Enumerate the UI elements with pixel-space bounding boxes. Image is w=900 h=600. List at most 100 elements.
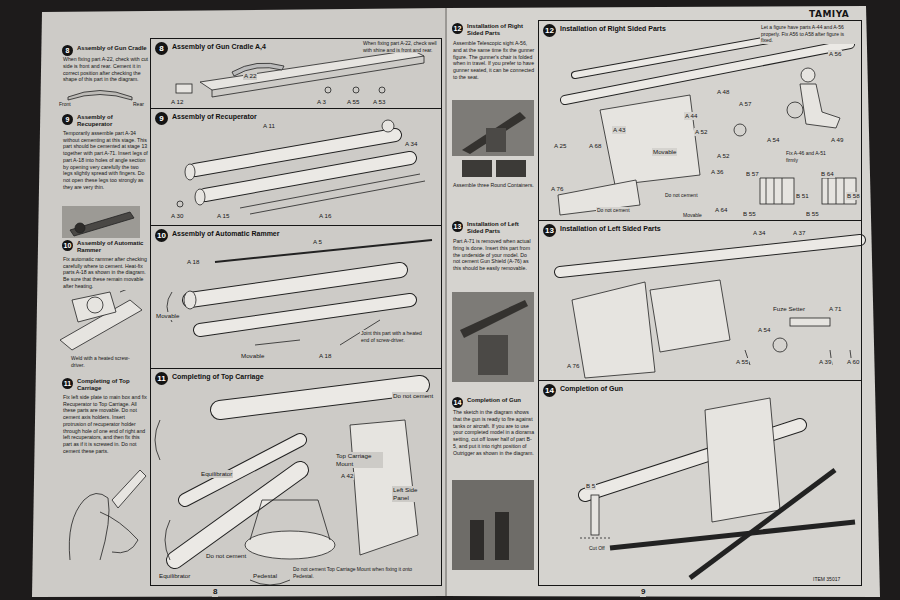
illustration-line xyxy=(353,87,359,93)
illustration-line xyxy=(165,520,170,560)
part-label: A 56 xyxy=(828,50,842,58)
step-heading: Completion of Gun xyxy=(560,385,623,393)
step-number: 10 xyxy=(64,242,72,249)
illustration-line xyxy=(250,580,290,585)
step-heading: Assembly of Automatic Rammer xyxy=(76,240,148,254)
part-label: A 57 xyxy=(738,100,752,108)
step-number-badge: 13 xyxy=(452,221,463,232)
step-heading: Completion of Gun xyxy=(466,397,536,404)
illustration-line xyxy=(445,8,447,596)
instruction-text: When fixing part A-22, check with cut si… xyxy=(62,56,150,83)
part-label: B 51 xyxy=(795,192,810,200)
step-heading: Assembly of Gun Cradle xyxy=(76,45,148,52)
part-label: Equilibrator xyxy=(200,470,233,478)
part-label: B 55 xyxy=(805,210,820,218)
illustration-line xyxy=(787,102,803,118)
note-text: When fixing part A-22, check well with s… xyxy=(362,40,440,53)
part-label: B 64 xyxy=(820,170,835,178)
illustration-line xyxy=(190,270,400,300)
illustration-line xyxy=(580,538,612,539)
illustration-line xyxy=(185,164,195,180)
step-panel: Completing of Top Carriage 11 xyxy=(150,368,442,586)
illustration-line xyxy=(70,212,134,236)
instruction-text: Temporarily assemble part A-34 without c… xyxy=(62,130,150,191)
illustration-line xyxy=(69,493,109,560)
illustration-line xyxy=(200,300,410,330)
step-number: 14 xyxy=(545,387,554,395)
part-label: A 64 xyxy=(714,206,728,214)
illustration-line xyxy=(72,292,116,322)
part-label: A 68 xyxy=(588,142,602,150)
illustration-line xyxy=(470,520,484,560)
step-number-badge: 14 xyxy=(543,384,556,397)
part-label: Fuze Setter xyxy=(772,305,806,313)
page-number: 9 xyxy=(640,587,646,597)
illustration-line xyxy=(185,440,300,500)
part-label: Front xyxy=(58,101,72,108)
step-panel: Installation of Right Sided Parts12 xyxy=(538,20,862,221)
illustration-line xyxy=(176,84,192,93)
illustration-line xyxy=(650,280,730,352)
illustration-line xyxy=(560,240,860,272)
illustration-line xyxy=(790,318,830,326)
illustration-line xyxy=(462,112,526,154)
illustration-line xyxy=(32,8,446,597)
part-label: A 36 xyxy=(710,168,724,176)
instruction-text: Fix left side plate to main box and fix … xyxy=(62,394,150,455)
step-number-badge: 12 xyxy=(543,24,556,37)
part-label: Movable xyxy=(652,148,677,156)
illustration-line xyxy=(325,87,331,93)
instruction-text: Assemble Telescopic sight A-56, and at t… xyxy=(452,40,536,81)
step-number-badge: 8 xyxy=(155,42,168,55)
part-label: A 54 xyxy=(757,326,771,334)
step-number-badge: 9 xyxy=(155,112,168,125)
step-number-badge: 8 xyxy=(62,45,73,56)
instruction-text: Part A-71 is removed when actual firing … xyxy=(452,238,536,272)
part-label: A 12 xyxy=(170,98,184,106)
step-heading: Assembly of Automatic Rammer xyxy=(172,230,280,238)
illustration-line xyxy=(215,240,432,262)
illustration-line xyxy=(452,100,534,156)
illustration-line xyxy=(452,480,534,570)
part-label: A 44 xyxy=(684,112,698,120)
step-number: 9 xyxy=(159,115,163,123)
brand-logo: TAMIYA xyxy=(808,9,850,19)
step-heading: Assembly of Recuperator xyxy=(76,114,148,128)
step-heading: Completing of Top Carriage xyxy=(76,378,148,392)
part-label: A 39 xyxy=(818,358,832,366)
step-heading: Assembly of Gun Cradle A,4 xyxy=(172,43,266,51)
step-number: 9 xyxy=(66,116,70,123)
step-heading: Installation of Left Sided Parts xyxy=(466,221,536,235)
illustration-line xyxy=(828,178,844,204)
step-number: 13 xyxy=(454,223,462,230)
note-text: Let a figure have parts A-44 and A-56 pr… xyxy=(760,24,857,44)
part-label: B 57 xyxy=(745,170,760,178)
step-heading: Installation of Right Sided Parts xyxy=(466,23,536,37)
note-text: Cut Off xyxy=(588,545,606,552)
part-label: A 54 xyxy=(766,136,780,144)
illustration-line xyxy=(600,95,700,185)
part-label: A 15 xyxy=(216,212,230,220)
part-label: A 3 xyxy=(316,98,327,106)
step-number-badge: 11 xyxy=(155,372,168,385)
part-label: Pedestal xyxy=(252,572,278,580)
illustration-line xyxy=(220,385,420,410)
part-label: A 53 xyxy=(372,98,386,106)
illustration-line xyxy=(190,270,400,300)
step-heading: Assembly of Recuperator xyxy=(172,113,257,121)
gun-illustration xyxy=(60,36,860,585)
step-number-badge: 9 xyxy=(62,114,73,125)
page-number: 8 xyxy=(212,587,218,597)
illustration-line xyxy=(745,350,852,365)
step-number: 12 xyxy=(545,27,554,35)
part-label: Left Side Panel xyxy=(392,486,434,502)
illustration-line xyxy=(250,500,330,540)
illustration-line xyxy=(232,63,284,76)
part-label: A 30 xyxy=(170,212,184,220)
note-text: Do not cement Top Carriage Mount when fi… xyxy=(292,566,434,579)
step-number: 8 xyxy=(159,45,163,53)
step-heading: Completing of Top Carriage xyxy=(172,373,264,381)
part-label: B 55 xyxy=(742,210,757,218)
illustration-line xyxy=(560,240,860,272)
